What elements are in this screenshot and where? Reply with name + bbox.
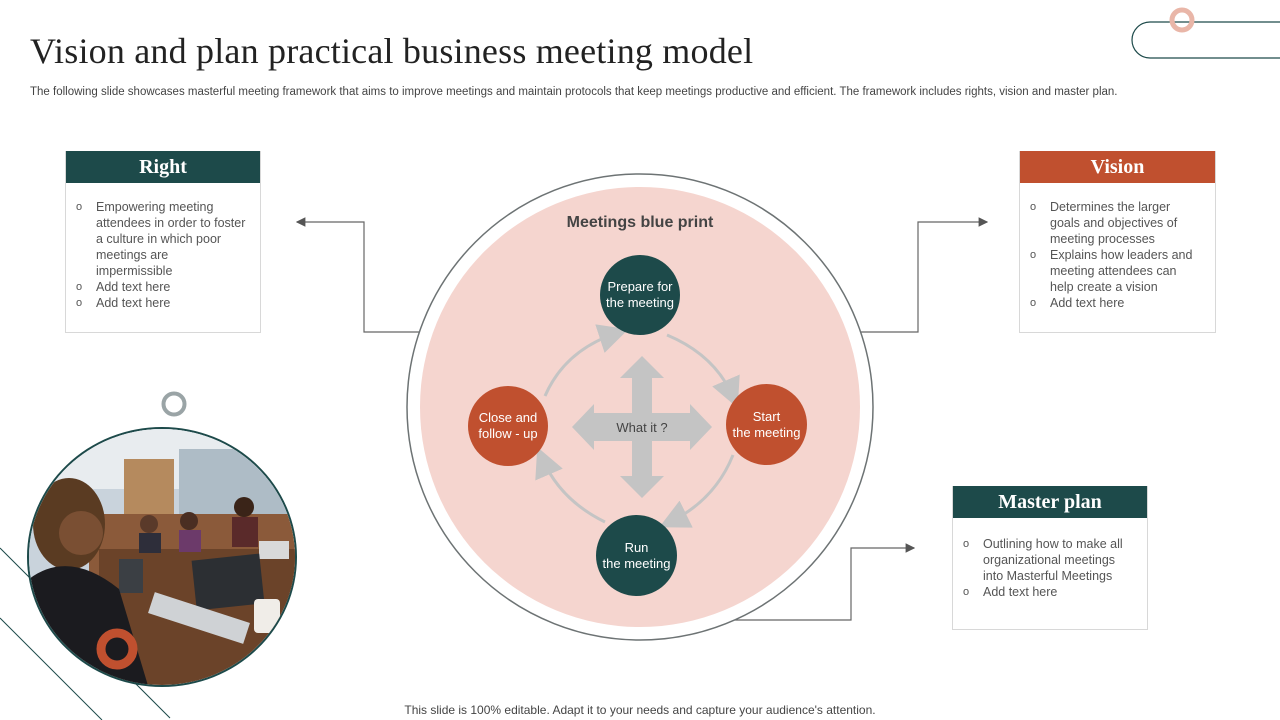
vision-card: Vision o Determines the larger goals and … — [1019, 151, 1216, 333]
master-plan-list-item: o Outlining how to make all organizationa… — [963, 536, 1135, 584]
bullet-icon: o — [963, 538, 970, 550]
connector-vision — [858, 217, 989, 333]
right-item-text: Empowering meeting attendees in order to… — [96, 200, 246, 278]
right-item-text: Add text here — [96, 280, 171, 294]
master-plan-list-item: o Add text here — [963, 584, 1135, 600]
page-subtitle: The following slide showcases masterful … — [30, 86, 1118, 98]
arc-close-to-prepare — [543, 324, 629, 397]
arc-start-to-run — [659, 454, 735, 528]
master-plan-item-text: Outlining how to make all organizational… — [983, 537, 1123, 583]
bullet-icon: o — [963, 586, 970, 598]
node-start-line1: Start — [752, 408, 781, 424]
footer-note: This slide is 100% editable. Adapt it to… — [404, 703, 876, 717]
meeting-photo — [27, 427, 297, 687]
bullet-icon: o — [76, 281, 83, 293]
right-list-item: o Empowering meeting attendees in order t… — [76, 199, 248, 279]
vision-item-text: Add text here — [1050, 296, 1125, 310]
vision-list-item: o Explains how leaders and meeting attend… — [1030, 247, 1203, 295]
connector-master-plan — [735, 543, 916, 621]
node-run-line2: the meeting — [602, 555, 671, 571]
right-card-heading: Right — [66, 151, 260, 183]
right-list-item: o Add text here — [76, 295, 248, 311]
page-title: Vision and plan practical business meeti… — [30, 31, 754, 71]
connector-right — [295, 217, 420, 333]
node-prepare-line1: Prepare for — [607, 279, 673, 294]
right-card: Right o Empowering meeting attendees in o… — [65, 151, 261, 333]
master-plan-card: Master plan o Outlining how to make all o… — [952, 486, 1148, 630]
node-prepare-line2: the meeting — [606, 295, 674, 310]
arc-prepare-to-start — [666, 333, 740, 409]
master-plan-card-heading: Master plan — [953, 486, 1147, 518]
four-way-arrow — [572, 356, 712, 498]
vision-card-heading: Vision — [1020, 151, 1215, 183]
master-plan-item-text: Add text here — [983, 585, 1058, 599]
node-run-line1: Run — [624, 539, 649, 555]
right-item-text: Add text here — [96, 296, 171, 310]
node-start-line2: the meeting — [732, 424, 801, 440]
bullet-icon: o — [1030, 201, 1037, 213]
right-list-item: o Add text here — [76, 279, 248, 295]
bullet-icon: o — [1030, 297, 1037, 309]
node-close-line1: Close and — [478, 410, 538, 425]
blueprint-center-label: What it ? — [616, 420, 668, 435]
node-close-line2: follow - up — [478, 426, 538, 441]
bullet-icon: o — [76, 297, 83, 309]
blueprint-title: Meetings blue print — [566, 214, 714, 231]
vision-item-text: Explains how leaders and meeting attende… — [1050, 248, 1193, 294]
bullet-icon: o — [1030, 249, 1037, 261]
vision-list-item: o Determines the larger goals and objecti… — [1030, 199, 1203, 247]
bullet-icon: o — [76, 201, 83, 213]
meeting-photo-illustration — [29, 429, 295, 685]
vision-list-item: o Add text here — [1030, 295, 1203, 311]
vision-item-text: Determines the larger goals and objectiv… — [1050, 200, 1178, 246]
arc-run-to-close — [535, 446, 606, 524]
